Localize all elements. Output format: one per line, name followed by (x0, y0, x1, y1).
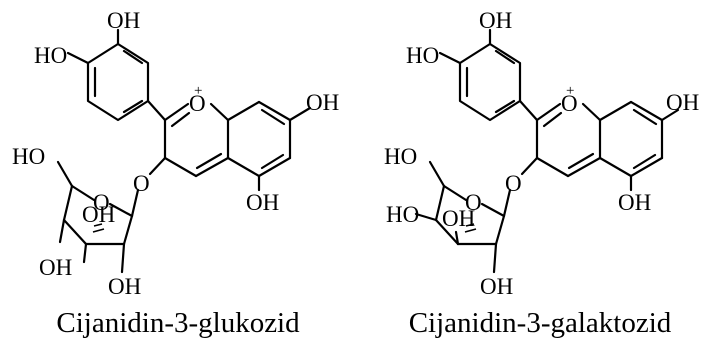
label-oh-top-2: OH (479, 8, 512, 33)
label-positive-charge-2: + (566, 83, 574, 99)
structure-glucoside: OH HO O + OH OH O HO O OH OH OH Cijanidi… (12, 8, 339, 339)
atom-labels-glucoside: OH HO O + OH OH O HO O OH OH OH (12, 8, 339, 299)
label-ether-oxygen-2: O (505, 171, 522, 196)
galactose-ring (414, 160, 512, 274)
benzo-ring (226, 100, 312, 192)
label-ho-sugar-2: HO (384, 144, 417, 169)
label-oh-sugar-mid: OH (82, 202, 115, 227)
catechol-ring (66, 28, 167, 122)
label-oh-sugar-bottom-left: OH (39, 255, 72, 280)
label-ring-oxygen-2: O (561, 91, 578, 116)
catechol-ring-2 (438, 28, 539, 122)
label-ho-left-2: HO (406, 43, 439, 68)
label-oh-sugar-bottom: OH (108, 274, 141, 299)
label-sugar-ring-oxygen-2: O (465, 190, 482, 215)
label-ring-oxygen: O (189, 91, 206, 116)
caption-glucoside: Cijanidin-3-glukozid (56, 307, 300, 339)
benzo-ring-2 (598, 100, 680, 192)
label-ether-oxygen: O (133, 171, 150, 196)
label-oh-sugar-mid-2: OH (442, 206, 475, 231)
label-ho-sugar-extra: HO (386, 202, 419, 227)
caption-galactoside: Cijanidin-3-galaktozid (409, 307, 672, 339)
label-ho-sugar: HO (12, 144, 45, 169)
structure-galactoside: OH HO O + OH OH O HO HO O OH OH Cijanidi… (384, 8, 699, 339)
pyrylium-ring-2 (520, 102, 602, 178)
label-sugar-ring-oxygen: O (93, 190, 110, 215)
atom-labels-galactoside: OH HO O + OH OH O HO HO O OH OH (384, 8, 699, 299)
label-oh-top: OH (107, 8, 140, 33)
label-oh-right: OH (306, 90, 339, 115)
glucose-ring (56, 160, 140, 274)
label-oh-sugar-bottom-2: OH (480, 274, 513, 299)
label-oh-lower: OH (246, 190, 279, 215)
label-oh-right-2: OH (666, 90, 699, 115)
label-ho-left: HO (34, 43, 67, 68)
pyrylium-ring (148, 102, 230, 178)
label-positive-charge: + (194, 83, 202, 99)
label-oh-lower-2: OH (618, 190, 651, 215)
